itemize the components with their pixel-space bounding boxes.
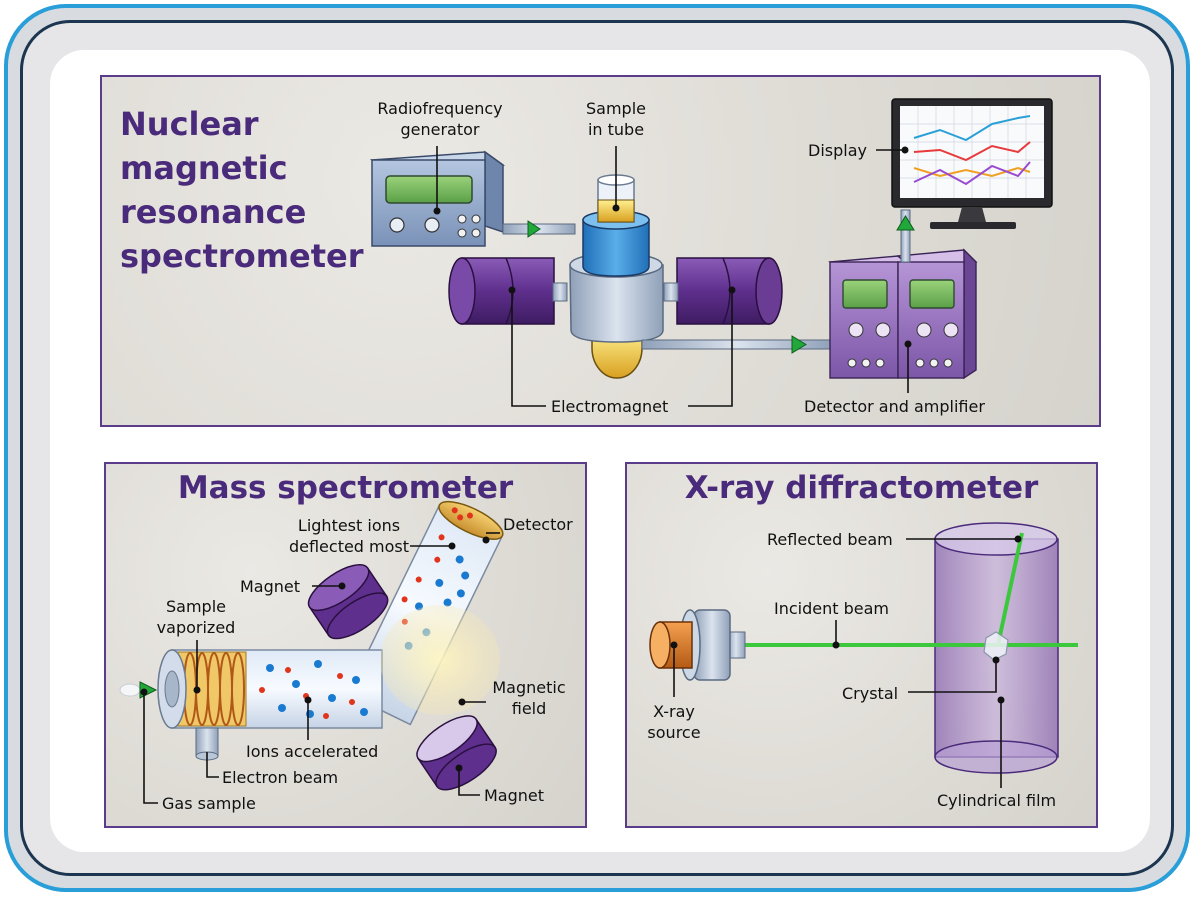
- xray-leaders: [670, 535, 1022, 788]
- magnet-top: [307, 564, 389, 640]
- nmr-title-line-3: resonance: [120, 193, 307, 231]
- display-monitor: [891, 98, 1053, 229]
- label-electron-beam: Electron beam: [222, 768, 339, 787]
- label-gas-sample: Gas sample: [162, 794, 256, 813]
- nmr-title: Nuclear magnetic resonance spectrometer: [120, 102, 364, 278]
- label-magnet-top: Magnet: [240, 577, 301, 596]
- magnet-bottom: [416, 715, 497, 791]
- mass-panel: [104, 462, 587, 828]
- label-reflected-beam: Reflected beam: [767, 530, 893, 549]
- xray-source: [649, 609, 746, 681]
- rf-generator: [369, 150, 506, 247]
- label-detector-amplifier: Detector and amplifier: [804, 397, 985, 416]
- label-electromagnet: Electromagnet: [551, 397, 669, 416]
- display-arrow: [896, 215, 915, 231]
- rf-arrow: [527, 220, 541, 238]
- label-incident-beam: Incident beam: [774, 599, 889, 618]
- label-rf-generator: Radiofrequency generator: [377, 99, 503, 139]
- label-display: Display: [808, 141, 867, 160]
- label-sample-in-tube: Sample in tube: [586, 99, 646, 139]
- reflected-beam: [996, 532, 1024, 646]
- nmr-title-line-4: spectrometer: [120, 237, 364, 275]
- label-cylindrical-film: Cylindrical film: [937, 791, 1057, 810]
- label-sample-vaporized: Sample vaporized: [156, 597, 236, 637]
- electromagnet-right: [676, 257, 783, 325]
- label-ions-accelerated: Ions accelerated: [246, 742, 379, 761]
- mass-title: Mass spectrometer: [177, 470, 514, 506]
- detector-arrow: [791, 335, 807, 354]
- label-lightest-ions: Lightest ions deflected most: [288, 516, 410, 556]
- xray-title: X-ray diffractometer: [684, 470, 1039, 506]
- electromagnet-left: [448, 257, 555, 325]
- label-mass-detector: Detector: [503, 515, 573, 534]
- acceleration-tube: [157, 649, 383, 761]
- nmr-title-line-2: magnetic: [120, 149, 288, 187]
- detector-amplifier: [828, 248, 978, 380]
- nmr-title-line-1: Nuclear: [120, 105, 259, 143]
- mass-leaders: [140, 532, 500, 804]
- nmr-probe: [569, 174, 664, 379]
- label-xray-source: X-ray source: [647, 702, 701, 742]
- nmr-leaders: [433, 146, 912, 407]
- magnetic-field-glow: [380, 605, 500, 715]
- label-magnet-bottom: Magnet: [484, 786, 545, 805]
- label-magnetic-field: Magnetic field: [492, 678, 566, 718]
- label-crystal: Crystal: [842, 684, 899, 703]
